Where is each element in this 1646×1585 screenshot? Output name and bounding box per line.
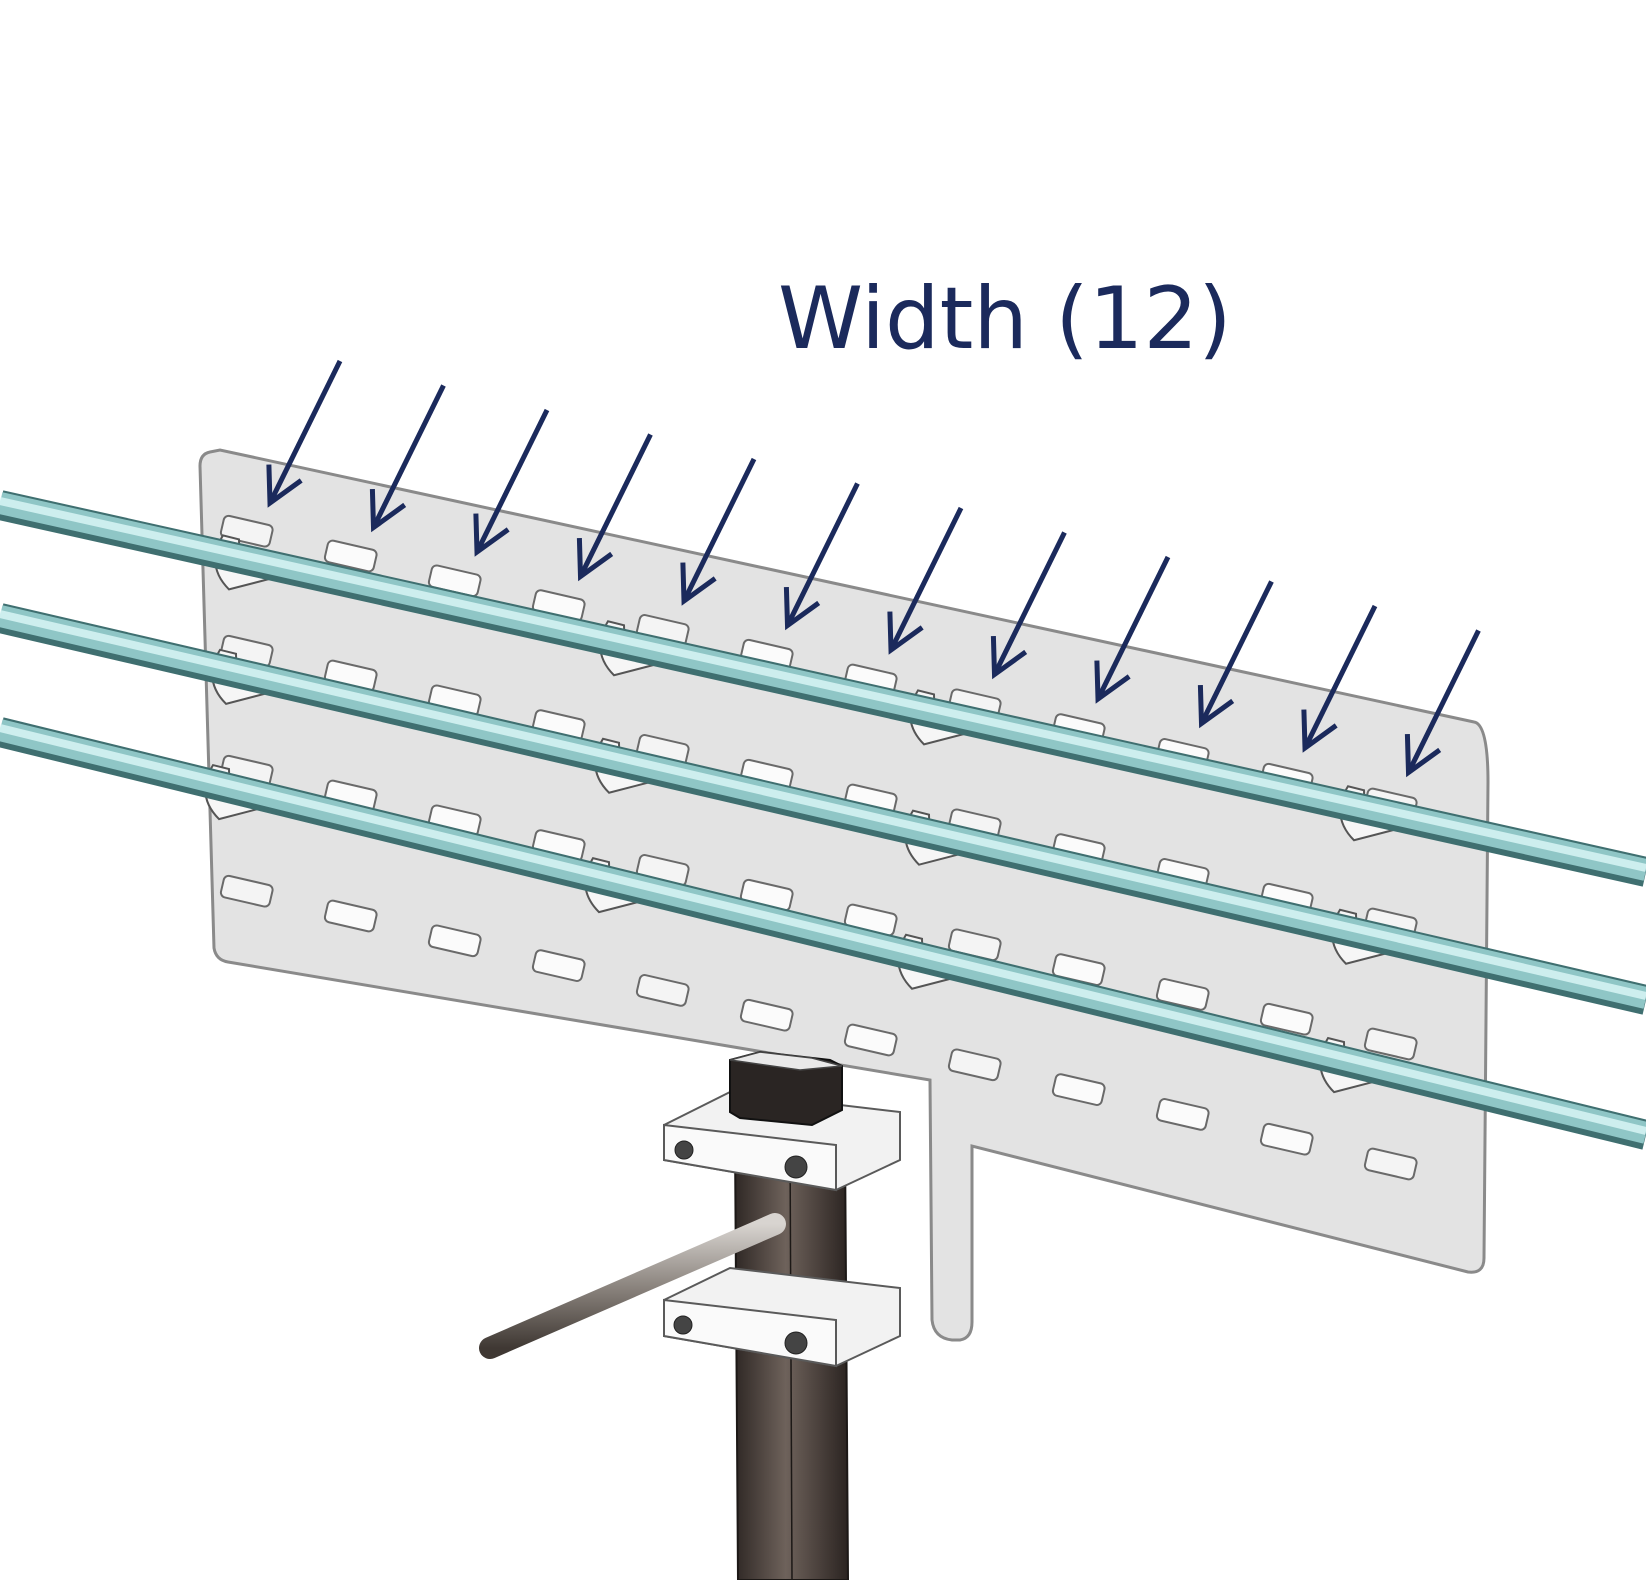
panel-slot bbox=[739, 998, 794, 1032]
downward-arrow-icon bbox=[1406, 629, 1481, 774]
downward-arrow-icon bbox=[1302, 604, 1378, 750]
arrow-head bbox=[369, 488, 407, 533]
panel-slot bbox=[323, 899, 378, 933]
panel-slot bbox=[219, 874, 274, 908]
arrow-head bbox=[887, 611, 924, 655]
downward-arrow-icon bbox=[578, 433, 653, 578]
panel-slot bbox=[323, 539, 378, 573]
panel-slot bbox=[1259, 1122, 1314, 1156]
arrow-head bbox=[1197, 684, 1235, 729]
downward-arrow-icon bbox=[785, 482, 860, 627]
arrow-head bbox=[473, 513, 510, 557]
arrow-head bbox=[1094, 660, 1131, 704]
downward-arrow-icon bbox=[371, 384, 446, 529]
arrow-head bbox=[680, 562, 717, 606]
hanging-rods bbox=[0, 490, 1646, 1150]
downward-arrow-icon bbox=[1095, 555, 1171, 701]
rod-highlight bbox=[0, 610, 1646, 1000]
downward-arrow-icon bbox=[474, 408, 550, 554]
downward-arrow-icon bbox=[992, 531, 1067, 676]
downward-arrow-icon bbox=[681, 457, 757, 603]
arrow-head bbox=[1301, 709, 1338, 753]
panel-slot bbox=[1155, 978, 1210, 1011]
panel-slot bbox=[635, 974, 690, 1007]
downward-arrow-icon bbox=[888, 506, 964, 652]
arrow-head bbox=[266, 464, 303, 508]
panel-slot bbox=[1155, 1098, 1210, 1131]
arrow-head bbox=[1404, 733, 1442, 778]
clamp-assembly bbox=[479, 1050, 901, 1368]
rod-highlight bbox=[0, 724, 1646, 1135]
width-arrows bbox=[266, 359, 1481, 778]
panel-slot-grid bbox=[219, 514, 1418, 1181]
panel-slot bbox=[427, 924, 482, 958]
downward-arrow-icon bbox=[267, 359, 343, 505]
panel-slot bbox=[1363, 1147, 1418, 1181]
panel-slot bbox=[947, 1048, 1002, 1082]
panel-slot bbox=[531, 949, 586, 982]
width-label: Width (12) bbox=[778, 269, 1232, 369]
panel-slot bbox=[1363, 1027, 1418, 1061]
downward-arrow-icon bbox=[1199, 580, 1274, 725]
rod-highlight bbox=[0, 497, 1646, 872]
panel-slot bbox=[843, 1023, 898, 1057]
panel-slot bbox=[1259, 1002, 1314, 1036]
arrow-head bbox=[576, 537, 614, 582]
arrow-head bbox=[990, 635, 1028, 680]
panel-slot bbox=[1051, 1073, 1106, 1106]
arrow-head bbox=[783, 586, 821, 631]
